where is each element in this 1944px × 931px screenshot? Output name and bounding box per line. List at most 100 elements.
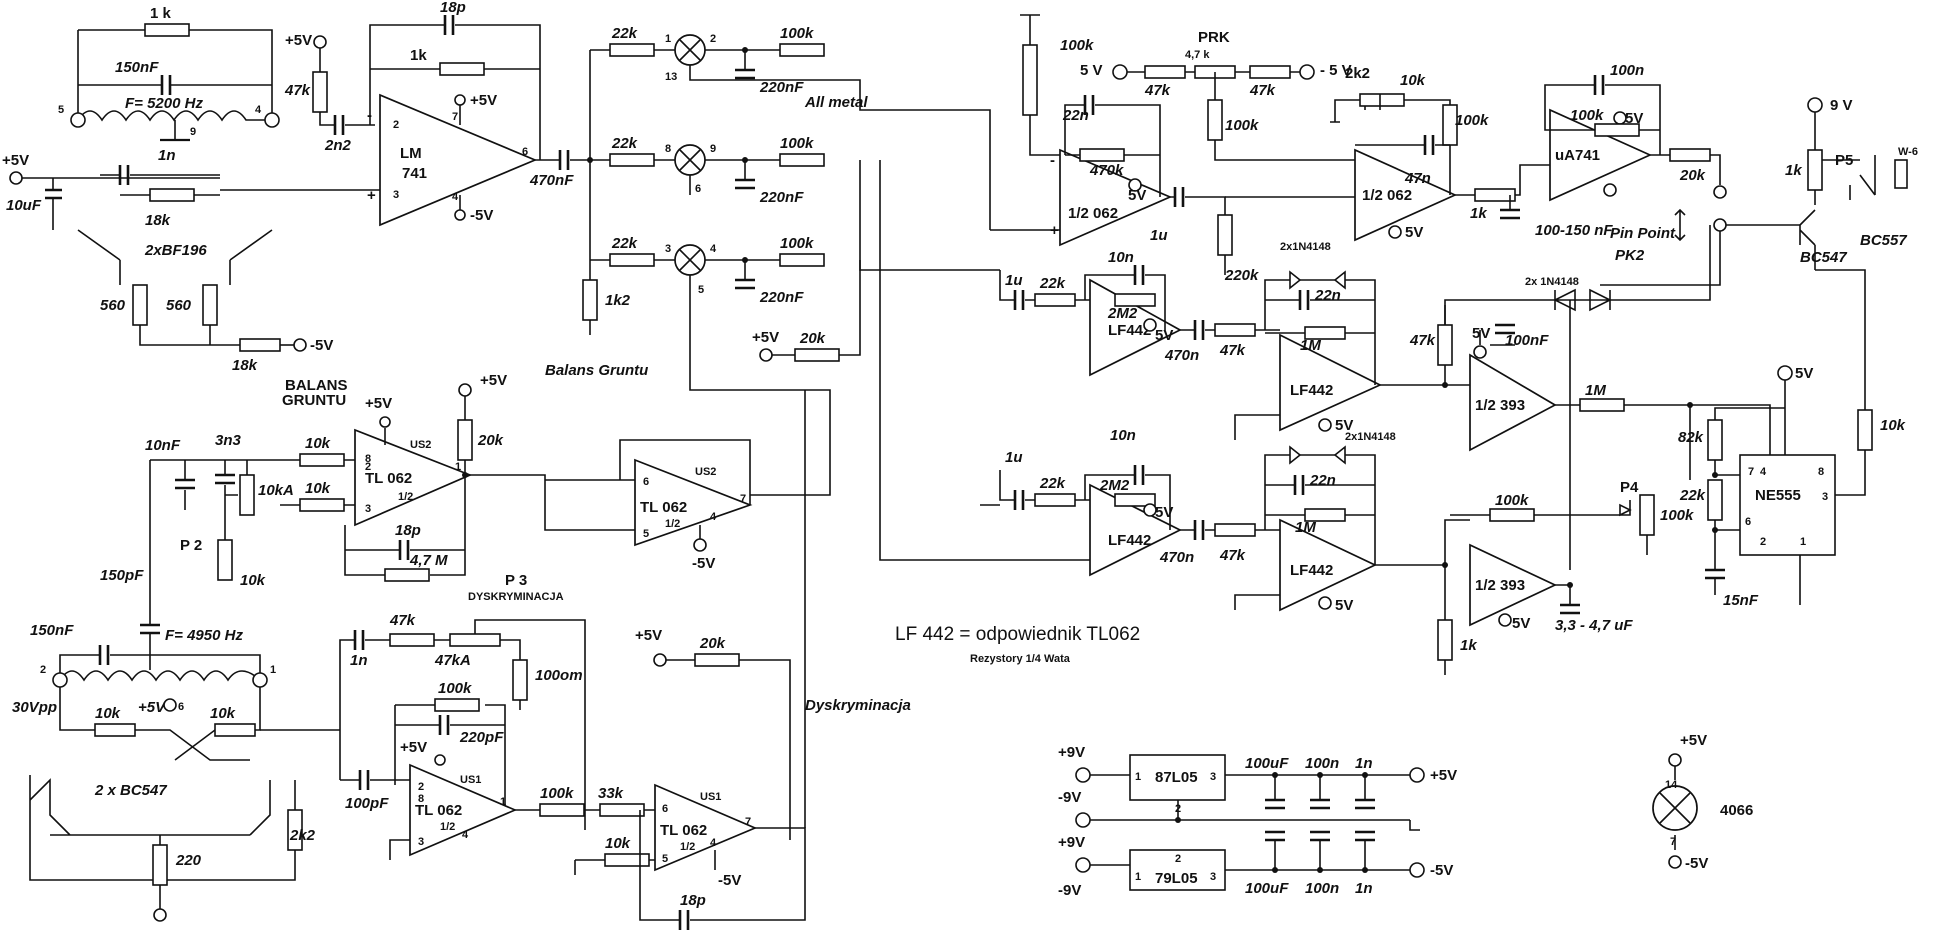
- rail-plus5-20k: +5V: [752, 329, 779, 346]
- label-100k-p4: 100k: [1660, 507, 1694, 524]
- resistor-100k-393: [1489, 508, 1535, 522]
- terminal-minus5-lm741: [454, 209, 466, 221]
- us2-pin2: 2: [365, 461, 371, 473]
- label-18k-tx: 18k: [145, 212, 171, 229]
- label-1k-p5: 1k: [1785, 162, 1802, 179]
- us1b-label: TL 062: [660, 822, 707, 839]
- label-18p-us1: 18p: [680, 892, 706, 909]
- label-1n: 1n: [158, 147, 176, 164]
- us2-half: 1/2: [398, 491, 413, 503]
- lm741-stage: +5V 47k 2n2 LM 741 - + 2 3 7 4 6 +5V -5V…: [220, 0, 590, 227]
- label-47k-lm: 47k: [284, 82, 311, 99]
- rx-pin2: 2: [40, 664, 46, 676]
- 062b-ua741-stage: 1/2 062 47n 5V 2k2 10k 100k 1k 100-150 n…: [1330, 62, 1727, 242]
- label-3n3: 3n3: [215, 432, 242, 449]
- rail-plus5-rx: +5V: [138, 699, 167, 716]
- lm393-b: [1469, 543, 1557, 627]
- pot-p4: [1639, 494, 1655, 536]
- opamp-062-a-label: 1/2 062: [1068, 205, 1118, 222]
- terminal-plus5-lm: [313, 35, 327, 49]
- label-p2: P 2: [180, 537, 202, 554]
- label-18k-bias: 18k: [232, 357, 258, 374]
- sw-pin8: 8: [665, 143, 671, 155]
- label-100k-us1-out: 100k: [540, 785, 574, 802]
- label-20k-switch: 20k: [799, 330, 826, 347]
- terminal-5v-062a: [1128, 178, 1142, 192]
- terminal-rx-bottom: [153, 908, 167, 922]
- label-4066: 4066: [1720, 802, 1753, 819]
- resistor-220k: [1217, 214, 1233, 256]
- label-1nf-p3: 1n: [350, 652, 368, 669]
- label-100k-us1: 100k: [438, 680, 472, 697]
- label-22n-062a: 22n: [1062, 107, 1089, 124]
- us2b-pin6: 6: [643, 476, 649, 488]
- resistor-10k-us1b: [604, 853, 650, 867]
- label-220pf: 220pF: [459, 729, 504, 746]
- us2b-pin7: 7: [740, 493, 746, 505]
- label-2m2-lf-b: 2M2: [1099, 477, 1130, 494]
- label-10k-out: 10k: [1880, 417, 1906, 434]
- opamp-062-a-minus: -: [1050, 152, 1055, 169]
- us1-pin3: 3: [418, 836, 424, 848]
- us2-opamp-b: [634, 458, 753, 547]
- ground-balance-stage: BALANS GRUNTU +5V TL 062 1/2 US2 8 2 3 1…: [145, 372, 546, 610]
- label-22k-lf-a: 22k: [1039, 275, 1066, 292]
- us2b-id: US2: [695, 466, 716, 478]
- label-10n-lf-a: 10n: [1108, 249, 1134, 266]
- rail-5v-lf-b: 5V: [1155, 504, 1173, 521]
- label-82k: 82k: [1678, 429, 1704, 446]
- resistor-47k-prk-right: [1249, 65, 1291, 79]
- label-1n-bottom: 1n: [1355, 880, 1373, 897]
- resistor-10k-out: [1857, 409, 1873, 451]
- ua741-label: uA741: [1555, 147, 1600, 164]
- rx-coil-tap-2: [52, 672, 68, 688]
- pin-2-lm: 2: [393, 119, 399, 131]
- tx-supply-terminal: [9, 171, 23, 185]
- rx-oscillator: 150pF 150nF F= 4950 Hz 2 1 30Vpp +5V 6 1…: [12, 567, 340, 922]
- sw-pin3: 3: [665, 243, 671, 255]
- us1b-pin4: 4: [710, 837, 717, 849]
- label-30vpp: 30Vpp: [12, 699, 57, 716]
- resistor-560-right: [202, 284, 218, 326]
- lm393-a: [1469, 353, 1557, 452]
- signal-balans-gruntu: Balans Gruntu: [545, 362, 648, 379]
- terminal-plus5-20k-us2: [458, 383, 472, 397]
- ne555-pin6: 6: [1745, 516, 1751, 528]
- label-2k2-rx: 2k2: [289, 827, 316, 844]
- label-18p-lm: 18p: [440, 0, 466, 16]
- signal-dyskryminacja: Dyskryminacja: [805, 697, 911, 714]
- label-10ka: 10kA: [258, 482, 294, 499]
- label-22k-ch2: 22k: [611, 135, 638, 152]
- ne555-pin7: 7: [1748, 466, 1754, 478]
- transistors-tx: 2xBF196: [144, 242, 207, 259]
- rx-pin1: 1: [270, 664, 276, 676]
- label-47k-lf-b: 47k: [1219, 547, 1246, 564]
- label-1k-lm: 1k: [410, 47, 427, 64]
- prk-stage: 100k 5 V 47k 47k PRK 4,7 k - 5 V 100k 1/…: [990, 14, 1355, 284]
- rail-plus5-lm741: +5V: [470, 92, 497, 109]
- reg2-pin3: 3: [1210, 871, 1216, 883]
- rail-5v-062a: 5V: [1128, 187, 1146, 204]
- label-47ka: 47kA: [434, 652, 471, 669]
- regulator-79l05-label: 79L05: [1155, 870, 1198, 887]
- us1-id: US1: [460, 774, 481, 786]
- ne555-chip: [1739, 454, 1836, 556]
- label-10k-us2: 10k: [305, 435, 331, 452]
- us2b-half: 1/2: [665, 518, 680, 530]
- pin-3-lm: 3: [393, 189, 399, 201]
- label-100nf-393: 100nF: [1505, 332, 1549, 349]
- resistor-22k-lf-b: [1034, 493, 1076, 507]
- terminal-9v-out: [1807, 97, 1823, 113]
- ne555-pin3: 3: [1822, 491, 1828, 503]
- resistor-47k-p3: [389, 633, 435, 647]
- resistor-100k-prk-in: [1022, 44, 1038, 116]
- label-22k-ch1: 22k: [611, 25, 638, 42]
- label-150nf-top: 150nF: [115, 59, 159, 76]
- switch-channels: 22k 22k 22k 1 2 13 8 9 6 3 4 5 100k 100k…: [545, 25, 991, 496]
- pin-4-lm: 4: [452, 191, 459, 203]
- rail-5v-062b: 5V: [1405, 224, 1423, 241]
- lm393-a-label: 1/2 393: [1475, 397, 1525, 414]
- label-2m2-lf-a: 2M2: [1107, 305, 1138, 322]
- us1-half: 1/2: [440, 821, 455, 833]
- label-100n-ua741: 100n: [1610, 62, 1644, 79]
